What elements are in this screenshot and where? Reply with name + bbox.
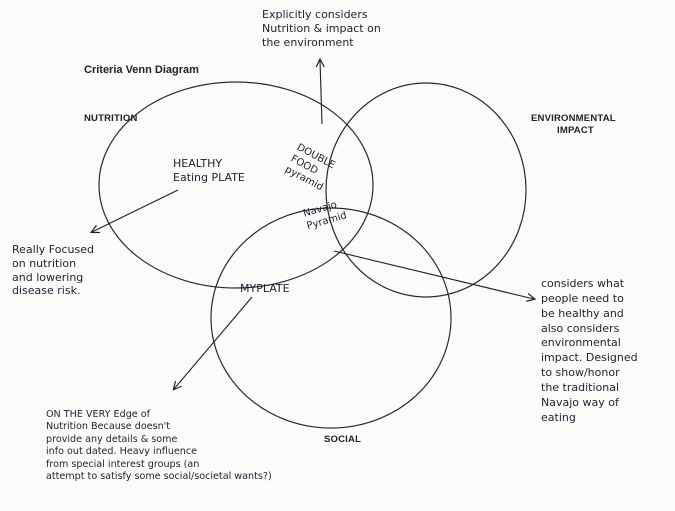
environmental-impact-circle <box>325 82 527 298</box>
right-annotation: considers what people need to be healthy… <box>541 277 638 424</box>
impact-label: IMPACT <box>557 125 594 136</box>
arrow-to-right-note <box>333 250 534 299</box>
bottom-annotation: ON THE VERY Edge of Nutrition Because do… <box>46 409 272 483</box>
healthy-eating-plate-text: HEALTHY Eating PLATE <box>173 157 245 184</box>
left-annotation: Really Focused on nutrition and lowering… <box>12 243 94 298</box>
social-label: SOCIAL <box>324 434 362 445</box>
arrow-to-left-note <box>92 189 179 232</box>
myplate-text: MYPLATE <box>240 282 290 295</box>
diagram-title: Criteria Venn Diagram <box>84 64 199 76</box>
environmental-label: ENVIRONMENTAL <box>531 113 616 124</box>
arrow-to-bottom-note <box>174 296 253 389</box>
social-circle <box>210 207 452 429</box>
top-annotation: Explicitly considers Nutrition & impact … <box>262 8 381 49</box>
arrow-to-top-note <box>320 60 322 125</box>
nutrition-circle <box>98 81 374 289</box>
nutrition-label: NUTRITION <box>84 113 138 124</box>
